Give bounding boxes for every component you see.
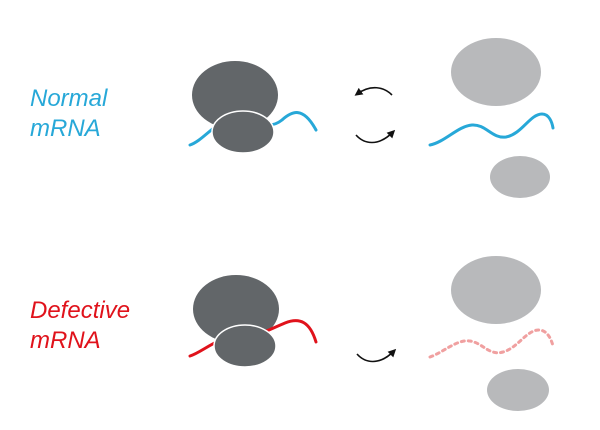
normal-arrow-forward [355,129,396,144]
defective-ribosome-complex [188,275,318,368]
normal-recycling-arrows [354,86,396,144]
defective-label-line1: Defective [30,297,131,324]
normal-free-large-subunit [451,38,541,106]
normal-large-subunit [192,61,278,129]
defective-small-subunit [213,324,277,368]
normal-released-components [428,38,555,198]
defective-free-large-subunit [451,256,541,324]
defective-arrow-forward [356,348,397,363]
defective-label-line2: mRNA [30,327,101,354]
normal-arrow-back [354,86,393,96]
normal-mrna-label: Normal mRNA [30,84,107,144]
normal-label-line1: Normal [30,85,108,112]
normal-free-mrna [428,112,555,147]
defective-recycling-arrows [356,348,397,363]
defective-free-small-subunit [487,369,549,411]
defective-released-components [428,256,555,411]
normal-small-subunit [211,110,275,154]
normal-ribosome-complex [188,61,318,154]
normal-free-small-subunit [490,156,550,198]
defective-degraded-mrna [428,328,555,359]
normal-label-line2: mRNA [30,115,101,142]
defective-mrna-label: Defective mRNA [30,296,130,356]
